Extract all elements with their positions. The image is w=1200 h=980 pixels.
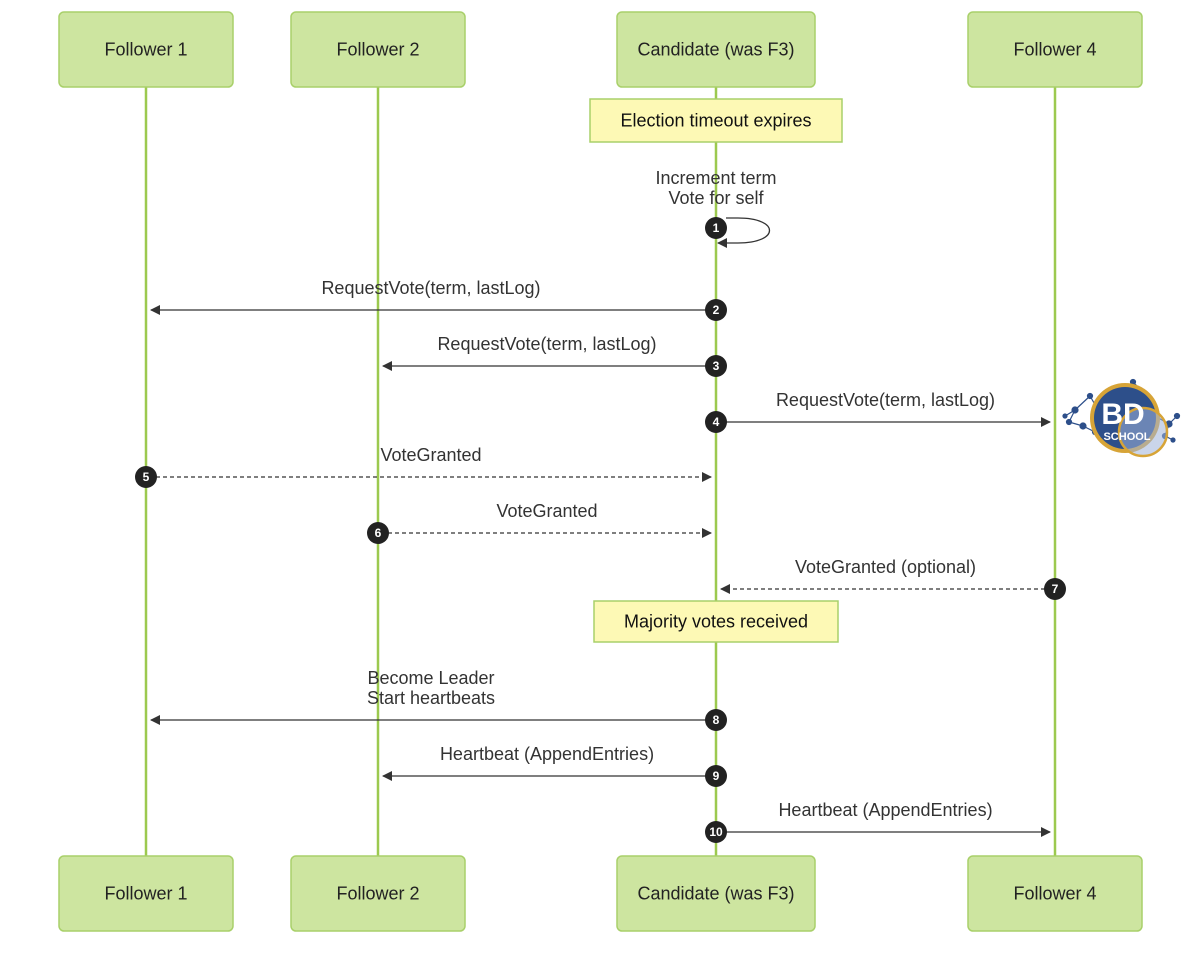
sequence-number: 5: [143, 470, 150, 484]
participant-box: [290, 11, 466, 88]
participant-label: Follower 1: [104, 884, 187, 904]
sequence-number: 1: [713, 221, 720, 235]
note-text: Majority votes received: [624, 612, 808, 632]
message-label: Become Leader: [367, 668, 494, 688]
participant-box: [967, 855, 1143, 932]
sequence-number-badge: [705, 355, 727, 377]
message-4: RequestVote(term, lastLog) 4: [705, 390, 1051, 433]
message-2: RequestVote(term, lastLog) 2: [150, 278, 727, 321]
participant-label: Candidate (was F3): [637, 40, 794, 60]
message-label: Heartbeat (AppendEntries): [440, 744, 654, 764]
message-label: Increment term: [655, 168, 776, 188]
sequence-number-badge: [705, 765, 727, 787]
participant-f4-top: Follower 4: [967, 11, 1143, 88]
note-box: [589, 98, 843, 143]
message-label: RequestVote(term, lastLog): [437, 334, 656, 354]
logo-text-top: BD: [1101, 398, 1144, 431]
message-9: Heartbeat (AppendEntries) 9: [382, 744, 727, 787]
participant-f4-bottom: Follower 4: [967, 855, 1143, 932]
participant-c-bottom: Candidate (was F3): [616, 855, 816, 932]
participant-f2-bottom: Follower 2: [290, 855, 466, 932]
sequence-number: 9: [713, 769, 720, 783]
sequence-number: 6: [375, 526, 382, 540]
logo-overlap-circle: [1117, 406, 1169, 458]
sequence-number-badge: [705, 821, 727, 843]
logo-text-bottom: SCHOOL: [1103, 431, 1150, 443]
sequence-number-badge: [705, 299, 727, 321]
sequence-number: 4: [713, 415, 720, 429]
participant-f1-bottom: Follower 1: [58, 855, 234, 932]
participant-box: [616, 855, 816, 932]
lifelines: [144, 87, 1057, 856]
participant-box: [58, 11, 234, 88]
sequence-number: 10: [709, 825, 723, 839]
participant-f2-top: Follower 2: [290, 11, 466, 88]
participant-label: Candidate (was F3): [637, 884, 794, 904]
participant-box: [967, 11, 1143, 88]
message-label: Heartbeat (AppendEntries): [778, 800, 992, 820]
sequence-number-badge: [705, 217, 727, 239]
participant-label: Follower 4: [1013, 884, 1096, 904]
participant-box: [616, 11, 816, 88]
message-label: VoteGranted: [496, 501, 597, 521]
message-7: VoteGranted (optional) 7: [720, 557, 1066, 600]
message-label: Vote for self: [668, 188, 764, 208]
message-3: RequestVote(term, lastLog) 3: [382, 334, 727, 377]
sequence-number-badge: [705, 709, 727, 731]
message-6: VoteGranted 6: [367, 501, 712, 544]
participants: Follower 1 Follower 1 Follower 2 Follower 2…: [58, 11, 1143, 932]
participant-f1-top: Follower 1: [58, 11, 234, 88]
sequence-number: 8: [713, 713, 720, 727]
note-timeout: Election timeout expires: [589, 98, 843, 143]
message-label: RequestVote(term, lastLog): [321, 278, 540, 298]
sequence-number-badge: [367, 522, 389, 544]
participant-box: [58, 855, 234, 932]
sequence-number-badge: [705, 411, 727, 433]
message-label: VoteGranted (optional): [795, 557, 976, 577]
sequence-number-badge: [135, 466, 157, 488]
note-majority: Majority votes received: [593, 600, 839, 643]
message-arrow: [717, 217, 770, 248]
participant-label: Follower 2: [336, 884, 419, 904]
sequence-number-badge: [1044, 578, 1066, 600]
message-10: Heartbeat (AppendEntries) 10: [705, 800, 1051, 843]
message-label: Start heartbeats: [367, 688, 495, 708]
message-5: VoteGranted 5: [135, 445, 712, 488]
participant-c-top: Candidate (was F3): [616, 11, 816, 88]
participant-label: Follower 4: [1013, 40, 1096, 60]
note-text: Election timeout expires: [620, 111, 811, 131]
message-label: VoteGranted: [380, 445, 481, 465]
sequence-number: 7: [1052, 582, 1059, 596]
participant-label: Follower 2: [336, 40, 419, 60]
message-label: RequestVote(term, lastLog): [776, 390, 995, 410]
sequence-number: 2: [713, 303, 720, 317]
bd-school-logo: BD SCHOOL: [1062, 378, 1181, 458]
participant-box: [290, 855, 466, 932]
note-box: [593, 600, 839, 643]
participant-label: Follower 1: [104, 40, 187, 60]
sequence-number: 3: [713, 359, 720, 373]
